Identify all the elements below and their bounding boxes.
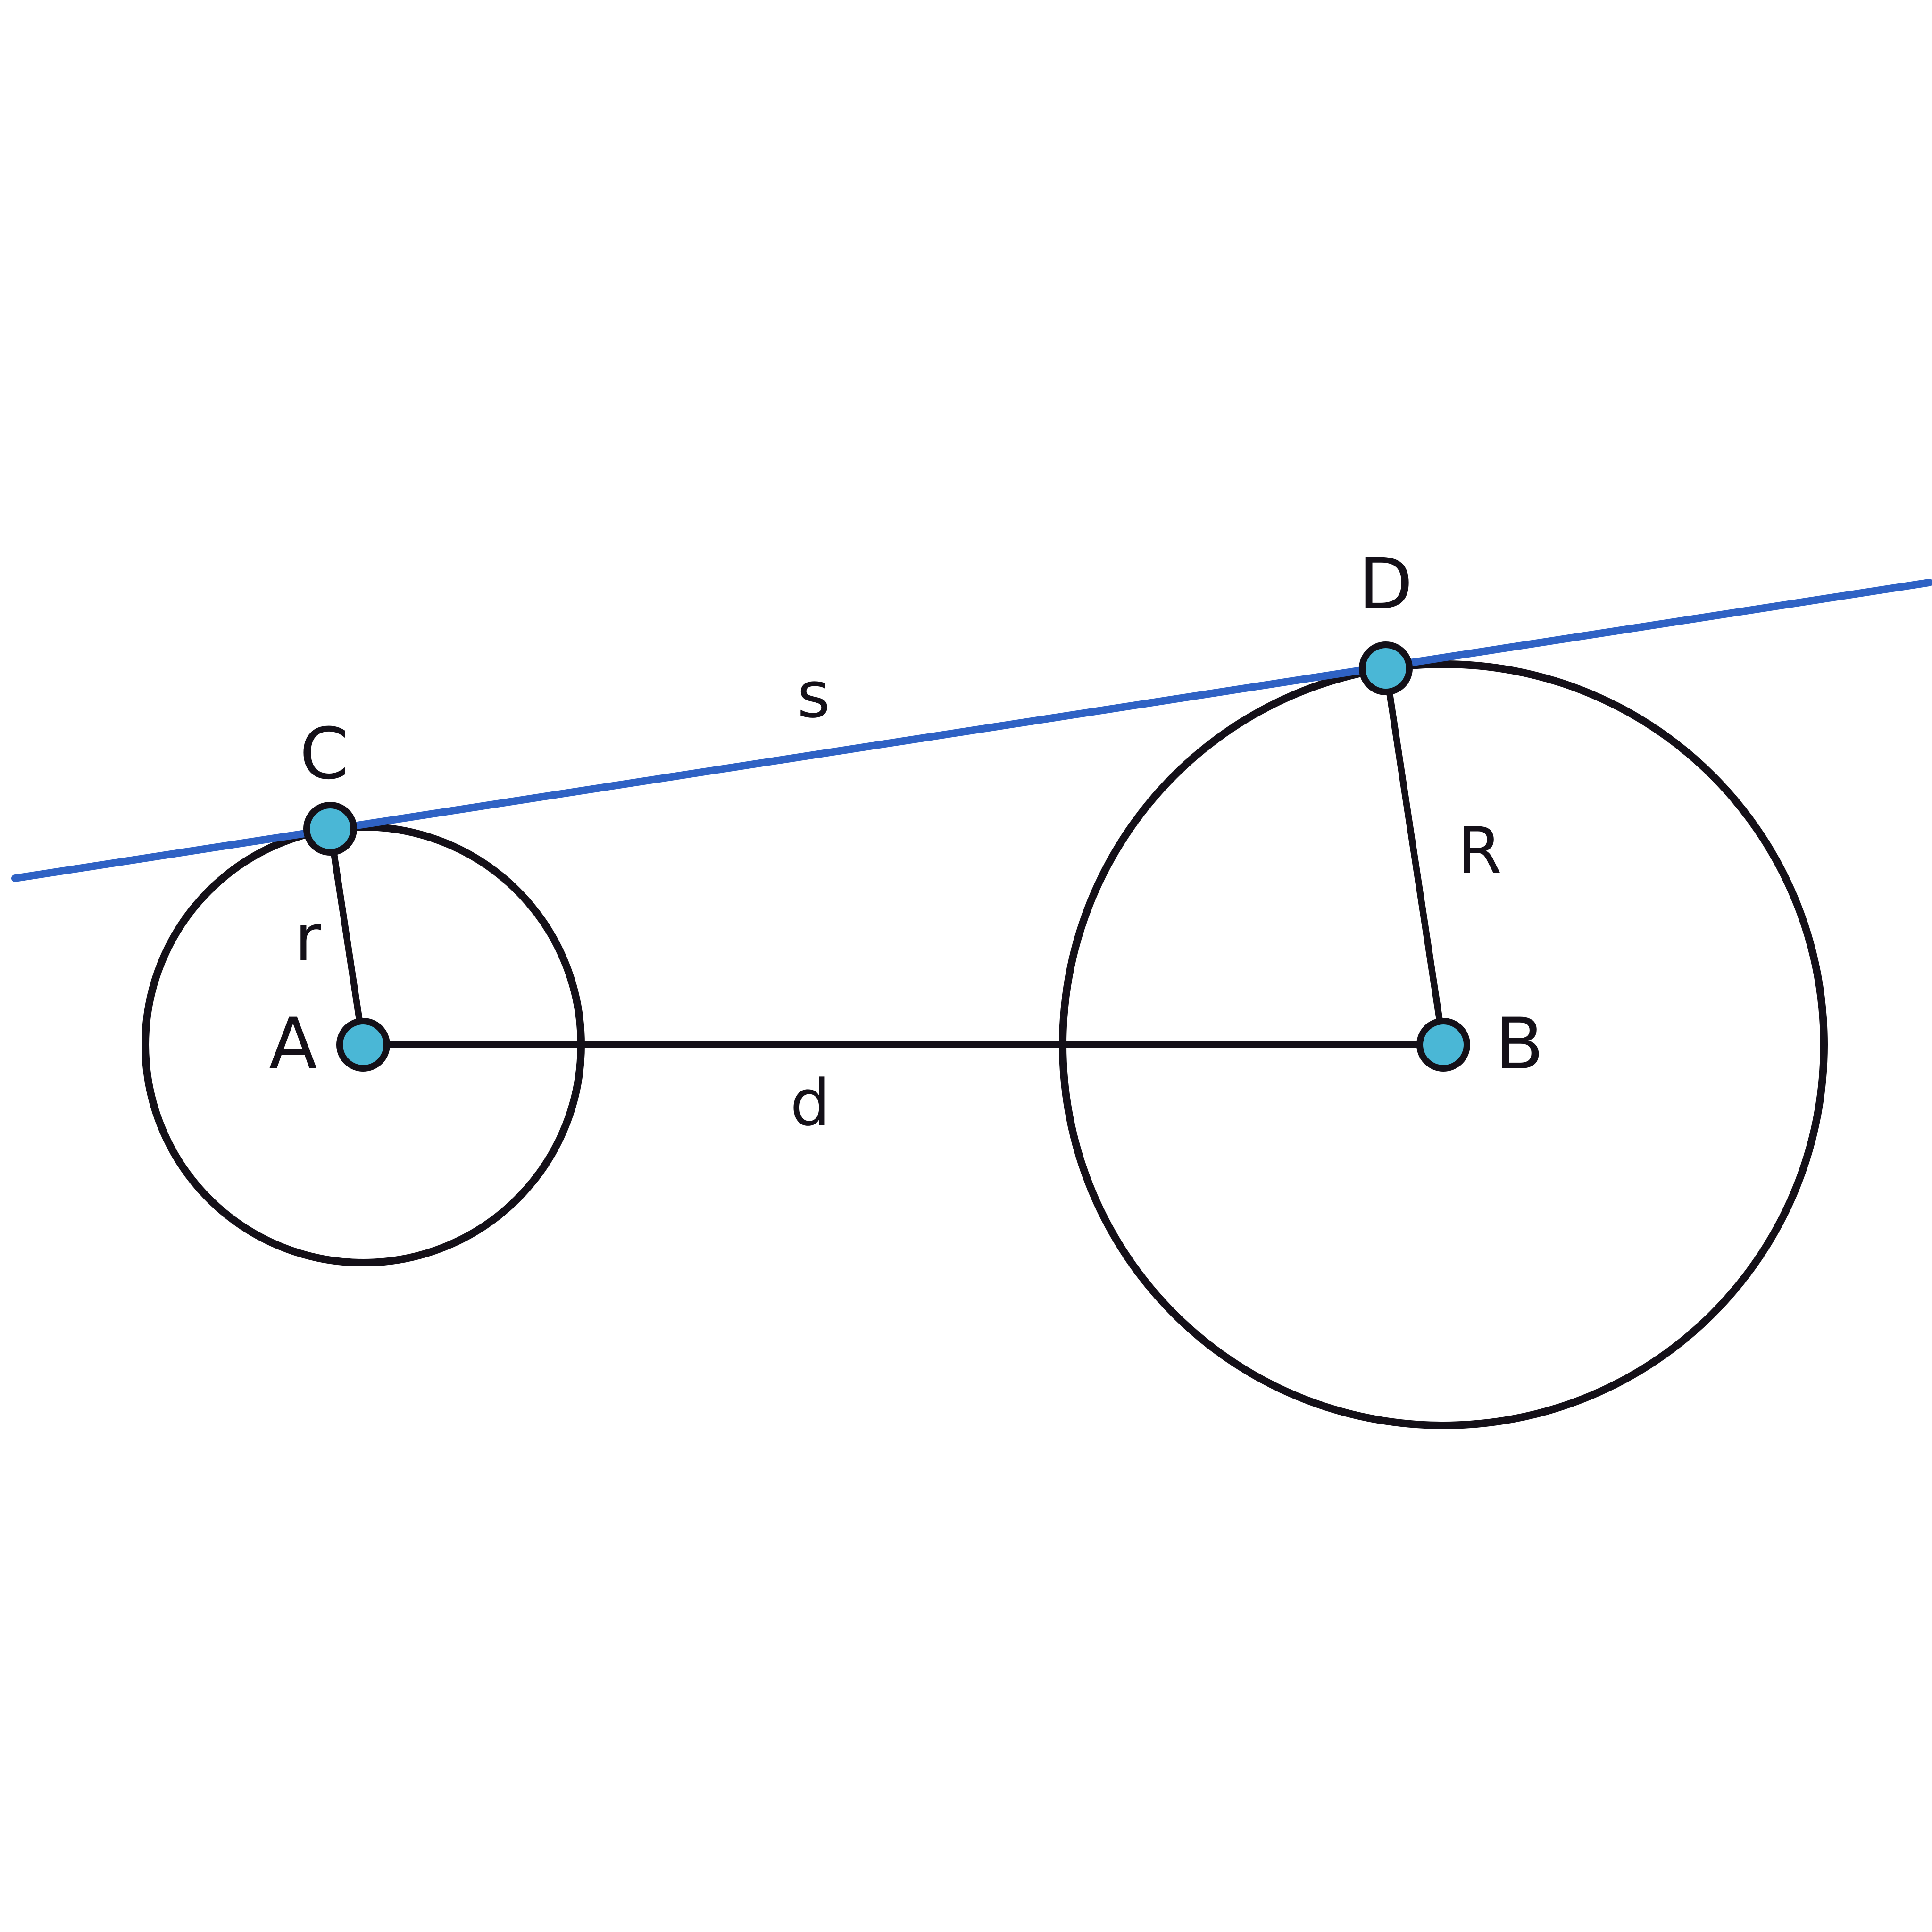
label-B: B: [1495, 1003, 1544, 1085]
point-D-marker: [1359, 641, 1413, 695]
point-A: [336, 1018, 390, 1072]
small-radius-segment: [327, 825, 366, 1048]
label-d: d: [790, 1066, 831, 1140]
large-radius-segment: [1382, 665, 1447, 1048]
point-A-marker: [336, 1018, 390, 1072]
point-C-marker: [303, 802, 357, 856]
label-s: s: [797, 658, 830, 732]
point-C: [303, 802, 357, 856]
point-B-marker: [1416, 1018, 1470, 1072]
label-r: r: [295, 901, 321, 975]
label-C: C: [300, 713, 349, 795]
point-B: [1416, 1018, 1470, 1072]
label-R: R: [1457, 814, 1502, 888]
point-D: [1359, 641, 1413, 695]
label-D: D: [1358, 543, 1413, 625]
label-A: A: [269, 1003, 317, 1085]
